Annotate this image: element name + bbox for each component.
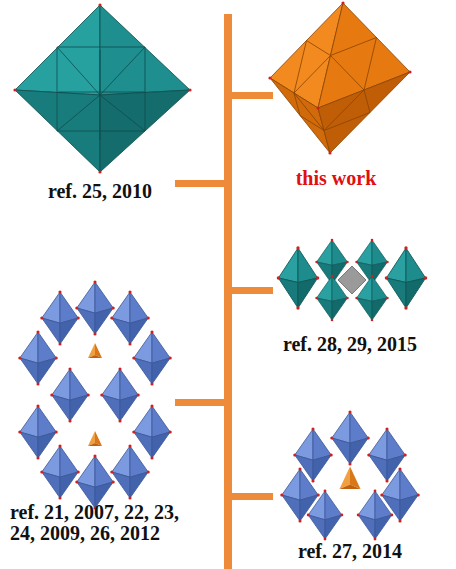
timeline-branch <box>175 399 227 406</box>
blue-cluster <box>280 410 420 540</box>
reference-label: ref. 28, 29, 2015 <box>283 334 417 355</box>
timeline-branch <box>175 180 227 187</box>
timeline-branch <box>229 92 273 99</box>
timeline-branch <box>229 493 273 500</box>
highlight-label: this work <box>296 168 377 189</box>
reference-label: ref. 25, 2010 <box>48 181 152 202</box>
orange-octahedron <box>268 1 411 154</box>
teal-octahedron <box>13 3 191 173</box>
reference-label: ref. 21, 2007, 22, 23, 24, 2009, 26, 201… <box>10 502 190 544</box>
reference-label: ref. 27, 2014 <box>298 541 402 562</box>
blue-cluster <box>18 280 172 509</box>
teal-cluster <box>277 239 428 322</box>
timeline-branch <box>229 287 273 294</box>
